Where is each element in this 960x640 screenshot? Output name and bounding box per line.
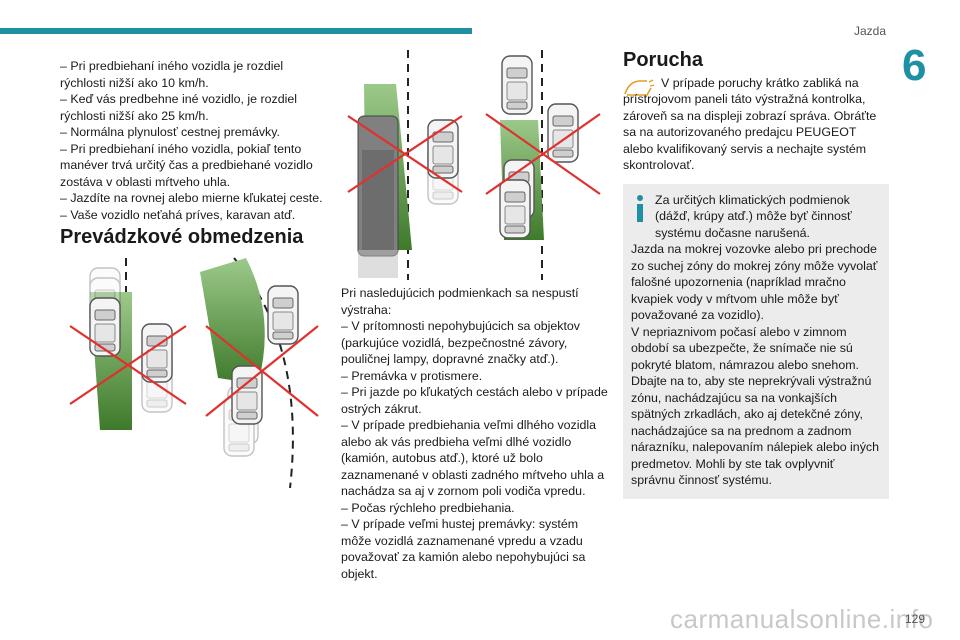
list-item: – V prípade veľmi hustej premávky: systé…	[341, 517, 586, 581]
info-paragraph: V nepriaznivom počasí alebo v zimnom obd…	[631, 324, 879, 488]
illustration-dense-traffic	[485, 50, 601, 280]
page-number: 129	[905, 612, 926, 626]
list-item: – Vaše vozidlo neťahá príves, karavan at…	[60, 207, 296, 222]
list-item: – Normálna plynulosť cestnej premávky.	[60, 125, 280, 139]
section-label: Jazda	[853, 24, 886, 38]
illustration-curved-road	[200, 257, 319, 488]
list-item: – V prípade predbiehania veľmi dlhého vo…	[341, 418, 605, 498]
list-item: – Jazdíte na rovnej alebo mierne kľukate…	[60, 191, 323, 205]
info-box: Za určitých klimatických podmienok (dážď…	[623, 183, 889, 499]
warning-block: V prípade poruchy krátko zabliká na prís…	[623, 75, 889, 174]
column-3-text: Porucha V prípade poruchy krátko zabliká…	[623, 49, 889, 499]
warning-text: V prípade poruchy krátko zabliká na prís…	[623, 75, 877, 173]
list-item: – Pri jazde po kľukatých cestách alebo v…	[341, 385, 608, 416]
list-item: – Pri predbiehaní iného vozidla je rozdi…	[60, 59, 284, 90]
intro-text: Pri nasledujúcich podmienkach sa nespust…	[341, 286, 579, 317]
list-item: – Počas rýchleho predbiehania.	[341, 500, 515, 515]
list-item: – Premávka v protismere.	[341, 368, 483, 383]
list-item: – V prítomnosti nepohybujúcich sa objekt…	[341, 319, 581, 366]
fault-heading: Porucha	[623, 49, 704, 71]
info-paragraph: Za určitých klimatických podmienok (dážď…	[655, 192, 852, 240]
list-item: – Pri predbiehaní iného vozidla, pokiaľ …	[60, 141, 313, 189]
section-heading: Prevádzkové obmedzenia	[60, 226, 304, 248]
blind-spot-warning-icon	[624, 78, 655, 96]
watermark: carmanualsonline.info	[670, 604, 934, 634]
illustration-long-vehicle	[347, 50, 463, 280]
column-2-text: Pri nasledujúcich podmienkach sa nespust…	[341, 285, 611, 582]
chapter-number: 6	[902, 41, 927, 90]
info-icon	[637, 194, 643, 222]
top-accent-bar	[0, 28, 472, 34]
illustration-straight-road	[69, 258, 187, 430]
column-1-text: – Pri predbiehaní iného vozidla je rozdi…	[60, 58, 330, 223]
list-item: – Keď vás predbehne iné vozidlo, je rozd…	[60, 92, 297, 123]
info-paragraph: Jazda na mokrej vozovke alebo pri precho…	[631, 242, 878, 322]
